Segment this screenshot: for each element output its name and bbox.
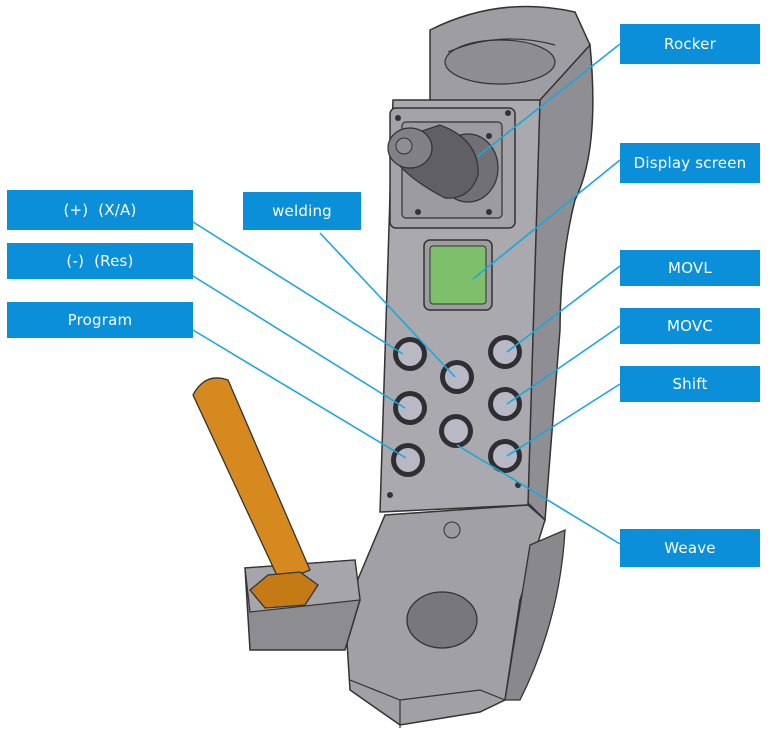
bottom-clamp xyxy=(344,504,566,728)
rocker-joystick xyxy=(387,124,499,203)
callout-display-screen: Display screen xyxy=(620,143,760,183)
button-grid xyxy=(391,335,522,477)
callout-movc: MOVC xyxy=(620,308,760,344)
button-weave xyxy=(439,414,473,448)
callout-shift: Shift xyxy=(620,366,760,402)
leader-lines xyxy=(192,43,621,545)
callout-welding: welding xyxy=(243,192,361,230)
top-cradle xyxy=(429,5,591,106)
body-side xyxy=(524,43,594,522)
button-plus-xa xyxy=(393,337,427,371)
callout-minus-res: (-) (Res) xyxy=(7,243,193,279)
button-shift xyxy=(488,439,522,473)
button-movl xyxy=(488,335,522,369)
button-program xyxy=(391,443,425,477)
callout-plus-xa: (+) (X/A) xyxy=(7,190,193,230)
callout-movl: MOVL xyxy=(620,250,760,286)
callout-program: Program xyxy=(7,302,193,338)
button-movc xyxy=(488,387,522,421)
orange-handle xyxy=(192,377,319,609)
callout-rocker: Rocker xyxy=(620,24,760,64)
button-welding xyxy=(440,360,474,394)
display-screen xyxy=(429,245,487,305)
button-minus-res xyxy=(393,391,427,425)
callout-weave: Weave xyxy=(620,529,760,567)
